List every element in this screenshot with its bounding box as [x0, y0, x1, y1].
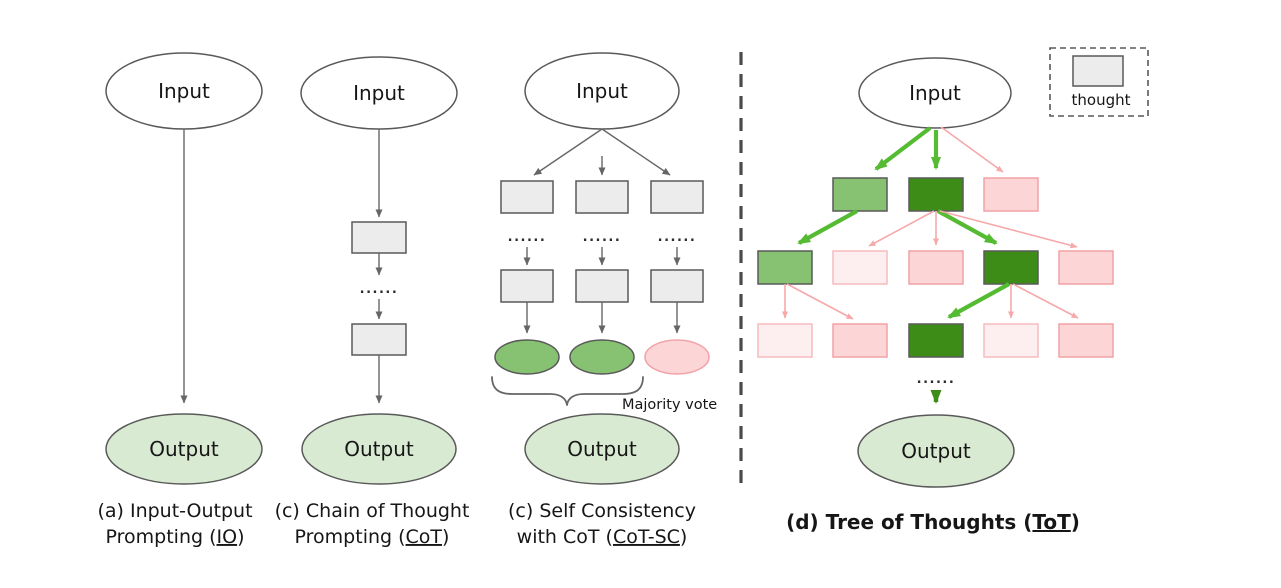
panel-cot: Input ...... Output (c) Chain of Thought… [275, 56, 470, 548]
tot-node-l1-3-pink [983, 177, 1039, 212]
cotsc-result-ellipse-green-1 [494, 339, 560, 375]
cotsc-ellipsis-dots-2: ...... [583, 230, 622, 245]
tot-input-label: Input [909, 81, 961, 105]
cot-thought-box-2 [351, 323, 407, 356]
tot-edge-l1-2-l2-4 [936, 209, 998, 245]
cotsc-thought-box-r1c3 [650, 180, 704, 214]
cot-input-label: Input [353, 81, 405, 105]
tot-edge-l1-1-l2-1 [797, 209, 859, 245]
cotsc-output-ellipse [524, 413, 680, 485]
io-output-label: Output [149, 437, 219, 461]
tot-node-l1-2-dark-green [908, 177, 964, 212]
caption-cotsc-line1: (c) Self Consistency [508, 500, 696, 522]
tot-node-l2-3-pink [908, 250, 964, 285]
legend-thought-box [1072, 55, 1124, 87]
cot-ellipsis-dots: ...... [360, 282, 399, 297]
tot-node-l2-5-pink [1058, 250, 1114, 285]
cotsc-branch-arrow-left [533, 128, 603, 176]
legend-thought-label: thought [1072, 91, 1131, 109]
panel-cotsc: Input ...... ...... ...... Majority vote… [491, 52, 717, 548]
io-input-label: Input [158, 79, 210, 103]
legend-thought: thought [1049, 47, 1149, 117]
cotsc-input-label: Input [576, 79, 628, 103]
panel-tot: Input thought [757, 47, 1149, 534]
tot-node-l3-3-dark-green [908, 323, 964, 358]
tot-input-ellipse [858, 57, 1012, 129]
tot-edge-l1-2-l2-5 [939, 210, 1078, 249]
cotsc-thought-box-r1c2 [575, 180, 629, 214]
tot-edge-l1-2-l2-2 [868, 210, 935, 247]
tot-output-label: Output [901, 439, 971, 463]
tot-edge-l2-4-l3-5 [1012, 283, 1079, 319]
caption-cotsc-line2: with CoT (CoT-SC) [517, 526, 688, 548]
majority-vote-brace [491, 376, 644, 406]
majority-vote-label: Majority vote [622, 397, 717, 413]
cotsc-thought-box-r1c1 [500, 180, 554, 214]
tot-node-l3-1-light-pink [757, 323, 813, 358]
cotsc-thought-box-r2c1 [500, 269, 554, 303]
panel-io: Input Output (a) Input-Output Prompting … [97, 52, 263, 548]
caption-cot-line1: (c) Chain of Thought [275, 500, 470, 522]
caption-io-line2: Prompting (IO) [106, 526, 245, 548]
tot-node-l3-5-pink [1058, 323, 1114, 358]
cotsc-branch-arrow-right [601, 128, 671, 176]
cotsc-output-label: Output [567, 437, 637, 461]
cot-thought-box-1 [351, 221, 407, 254]
tot-node-l2-1-green [757, 250, 813, 285]
tot-node-l3-2-pink [832, 323, 888, 358]
tot-output-ellipse [857, 414, 1015, 488]
caption-tot: (d) Tree of Thoughts (ToT) [786, 510, 1080, 534]
cotsc-thought-box-r2c2 [575, 269, 629, 303]
tot-ellipsis-dots: ...... [917, 372, 956, 387]
tot-edge-l2-1-l3-2 [786, 283, 854, 320]
cotsc-thought-box-r2c3 [650, 269, 704, 303]
caption-cot-line2: Prompting (CoT) [295, 526, 450, 548]
tot-edge-l2-4-l3-3 [947, 282, 1011, 319]
cotsc-result-ellipse-pink [644, 339, 710, 375]
tot-node-l2-4-dark-green [983, 250, 1039, 285]
cot-output-label: Output [344, 437, 414, 461]
tot-node-l2-2-light-pink [832, 250, 888, 285]
tot-node-l3-4-light-pink [983, 323, 1039, 358]
tot-edge-input-l1-1 [874, 126, 932, 171]
caption-io-line1: (a) Input-Output [97, 500, 252, 522]
cotsc-result-ellipse-green-2 [569, 339, 635, 375]
cotsc-ellipsis-dots-3: ...... [658, 230, 697, 245]
tot-node-l1-1-green [832, 177, 888, 212]
cot-output-ellipse [301, 413, 457, 485]
tot-edge-input-l1-3 [940, 126, 1004, 173]
io-output-ellipse [105, 413, 263, 485]
cotsc-ellipsis-dots-1: ...... [508, 230, 547, 245]
